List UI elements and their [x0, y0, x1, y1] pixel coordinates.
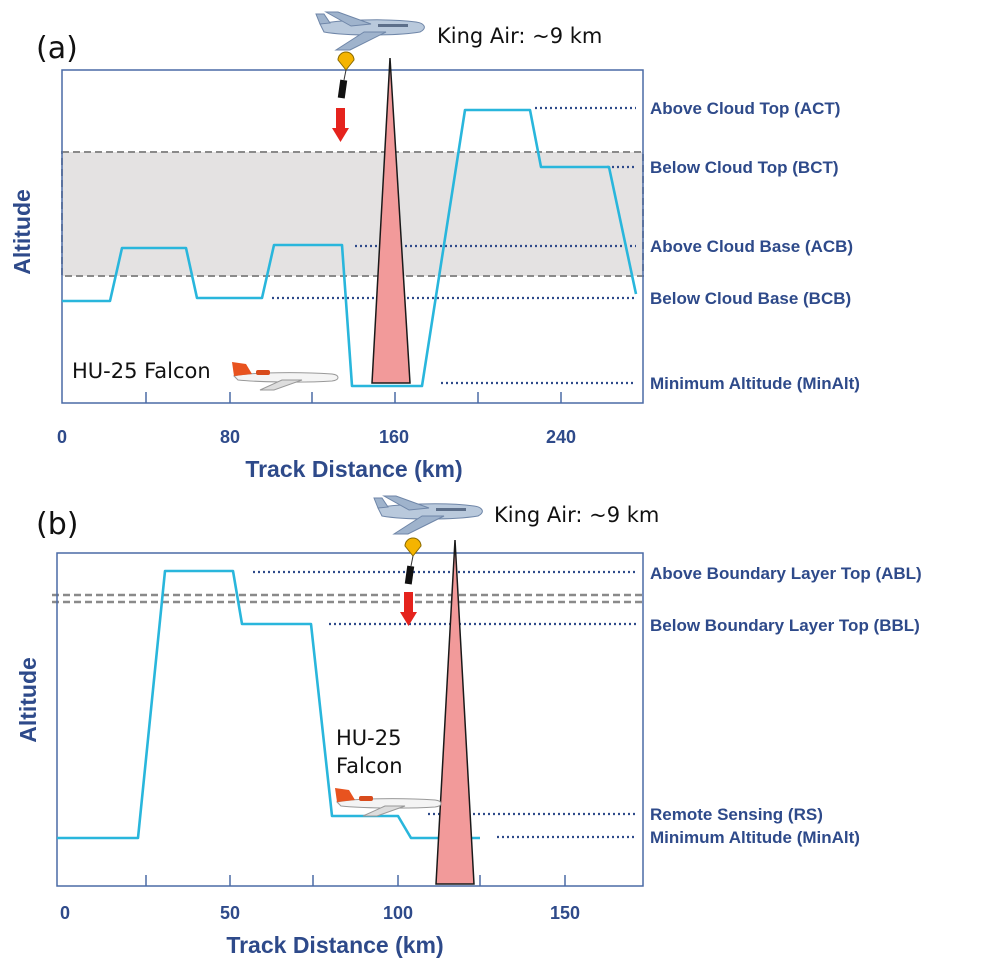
panel-a: (a) 0 80 160 240 Track Distance (km) Alt… — [9, 11, 860, 482]
falcon-label-line1: HU-25 — [336, 726, 401, 750]
down-arrow-icon — [332, 108, 349, 142]
panel-a-x-ticks — [145, 392, 562, 403]
y-axis-title: Altitude — [9, 189, 35, 275]
x-tick-label: 240 — [546, 427, 576, 447]
falcon-label: HU-25 Falcon — [72, 359, 211, 383]
hu25-falcon-aircraft-icon — [232, 362, 339, 391]
minalt-label: Minimum Altitude (MinAlt) — [650, 828, 860, 847]
acb-label: Above Cloud Base (ACB) — [650, 237, 853, 256]
falcon-flight-track — [57, 569, 480, 840]
hu25-falcon-aircraft-icon — [335, 788, 442, 817]
bbl-label: Below Boundary Layer Top (BBL) — [650, 616, 920, 635]
abl-label: Above Boundary Layer Top (ABL) — [650, 564, 922, 583]
down-arrow-icon — [400, 592, 417, 626]
king-air-aircraft-icon — [373, 495, 483, 535]
lidar-beam-triangle — [435, 539, 475, 885]
bcb-label: Below Cloud Base (BCB) — [650, 289, 851, 308]
panel-b-label: (b) — [36, 507, 78, 542]
minalt-label: Minimum Altitude (MinAlt) — [650, 374, 860, 393]
lidar-beam-triangle — [371, 57, 411, 384]
cloud-layer — [61, 151, 644, 277]
king-air-label: King Air: ~9 km — [437, 24, 602, 48]
panel-b: (b) 0 50 100 150 Track Distance (km) Alt… — [15, 495, 922, 958]
dropsonde-icon — [404, 537, 422, 585]
king-air-label: King Air: ~9 km — [494, 503, 659, 527]
bct-label: Below Cloud Top (BCT) — [650, 158, 839, 177]
x-axis-title: Track Distance (km) — [245, 456, 462, 482]
panel-b-x-ticks — [145, 875, 566, 886]
x-tick-label: 0 — [60, 903, 70, 923]
x-axis-title: Track Distance (km) — [226, 932, 443, 958]
x-tick-label: 0 — [57, 427, 67, 447]
falcon-label-line2: Falcon — [336, 754, 403, 778]
dropsonde-icon — [337, 51, 355, 99]
king-air-aircraft-icon — [315, 11, 425, 51]
x-tick-label: 160 — [379, 427, 409, 447]
x-tick-label: 100 — [383, 903, 413, 923]
act-label: Above Cloud Top (ACT) — [650, 99, 840, 118]
panel-b-frame — [56, 552, 644, 887]
x-tick-label: 50 — [220, 903, 240, 923]
falcon-flight-track — [62, 108, 638, 388]
rs-label: Remote Sensing (RS) — [650, 805, 823, 824]
x-tick-label: 80 — [220, 427, 240, 447]
y-axis-title: Altitude — [15, 657, 41, 743]
x-tick-label: 150 — [550, 903, 580, 923]
panel-a-label: (a) — [36, 31, 78, 66]
panel-a-frame — [61, 69, 644, 404]
